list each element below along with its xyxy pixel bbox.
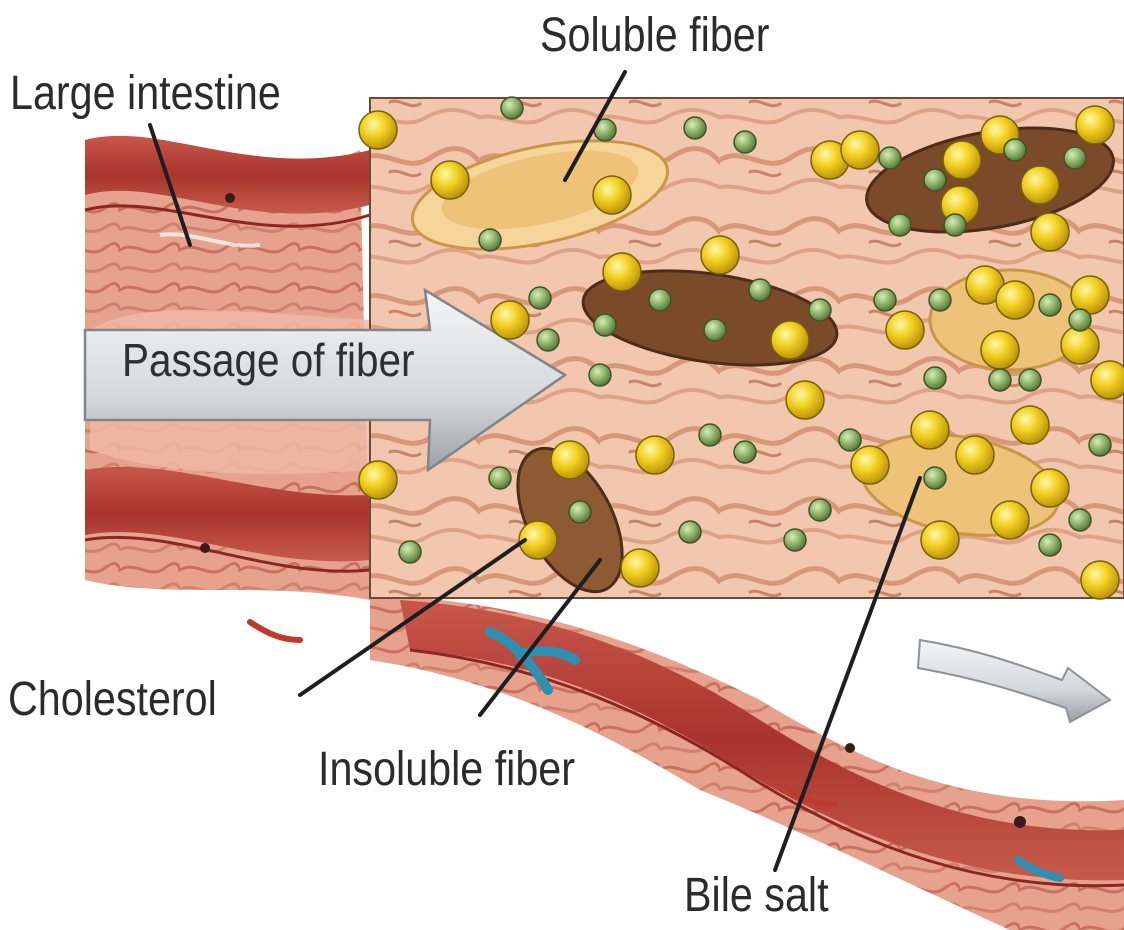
bile-salt-label: Bile salt (684, 872, 829, 920)
cholesterol-molecule (1071, 276, 1109, 314)
cholesterol-molecule (911, 411, 949, 449)
bile-salt-molecule (1089, 434, 1111, 456)
bile-salt-molecule (479, 229, 501, 251)
bile-salt-molecule (501, 97, 523, 119)
bile-salt-molecule (734, 131, 756, 153)
bile-salt-molecule (924, 367, 946, 389)
bile-salt-molecule (699, 424, 721, 446)
bile-salt-molecule (704, 319, 726, 341)
cholesterol-molecule (771, 321, 809, 359)
bile-salt-molecule (874, 289, 896, 311)
soluble-fiber-label: Soluble fiber (540, 12, 769, 60)
bile-salt-molecule (879, 147, 901, 169)
bile-salt-molecule (589, 364, 611, 386)
bile-salt-molecule (537, 329, 559, 351)
cholesterol-molecule (841, 131, 879, 169)
cholesterol-molecule (851, 446, 889, 484)
bile-salt-molecule (1004, 139, 1026, 161)
bile-salt-molecule (1069, 309, 1091, 331)
cholesterol-molecule (621, 549, 659, 587)
bile-salt-molecule (944, 214, 966, 236)
cholesterol-molecule (943, 141, 981, 179)
bile-salt-molecule (809, 499, 831, 521)
cholesterol-molecule (956, 436, 994, 474)
bile-salt-molecule (1039, 294, 1061, 316)
cholesterol-molecule (1011, 406, 1049, 444)
bile-salt-molecule (679, 521, 701, 543)
bile-salt-molecule (929, 289, 951, 311)
cholesterol-label: Cholesterol (8, 676, 217, 724)
cholesterol-molecule (1081, 561, 1119, 599)
cholesterol-molecule (636, 436, 674, 474)
cholesterol-molecule (991, 501, 1029, 539)
cholesterol-molecule (603, 253, 641, 291)
bile-salt-molecule (684, 117, 706, 139)
cholesterol-molecule (1031, 469, 1069, 507)
cholesterol-molecule (996, 281, 1034, 319)
bile-salt-molecule (1019, 369, 1041, 391)
cholesterol-molecule (551, 441, 589, 479)
cholesterol-molecule (981, 331, 1019, 369)
bile-salt-molecule (784, 529, 806, 551)
large-intestine-label: Large intestine (10, 70, 281, 118)
bile-salt-molecule (649, 289, 671, 311)
cholesterol-molecule (359, 111, 397, 149)
cholesterol-molecule (593, 176, 631, 214)
bile-salt-molecule (924, 467, 946, 489)
cholesterol-molecule (1091, 361, 1124, 399)
bile-salt-molecule (399, 541, 421, 563)
bile-salt-molecule (1039, 534, 1061, 556)
small-flow-arrow (918, 640, 1110, 722)
cholesterol-molecule (359, 461, 397, 499)
insoluble-fiber-label: Insoluble fiber (318, 746, 575, 794)
bile-salt-molecule (734, 441, 756, 463)
cholesterol-molecule (921, 521, 959, 559)
cholesterol-molecule (1021, 166, 1059, 204)
bile-salt-molecule (749, 279, 771, 301)
cholesterol-molecule (1076, 106, 1114, 144)
bile-salt-molecule (889, 214, 911, 236)
bile-salt-molecule (594, 314, 616, 336)
bile-salt-molecule (489, 467, 511, 489)
bile-salt-molecule (989, 369, 1011, 391)
passage-of-fiber-label: Passage of fiber (122, 337, 415, 383)
cholesterol-molecule (431, 161, 469, 199)
cholesterol-molecule (886, 311, 924, 349)
bile-salt-molecule (839, 429, 861, 451)
bile-salt-molecule (809, 299, 831, 321)
cholesterol-molecule (786, 381, 824, 419)
cholesterol-molecule (491, 301, 529, 339)
cholesterol-molecule (701, 236, 739, 274)
cholesterol-molecule (1031, 213, 1069, 251)
bile-salt-molecule (569, 501, 591, 523)
bile-salt-molecule (924, 169, 946, 191)
bile-salt-molecule (1064, 147, 1086, 169)
bile-salt-molecule (529, 287, 551, 309)
bile-salt-molecule (1069, 509, 1091, 531)
